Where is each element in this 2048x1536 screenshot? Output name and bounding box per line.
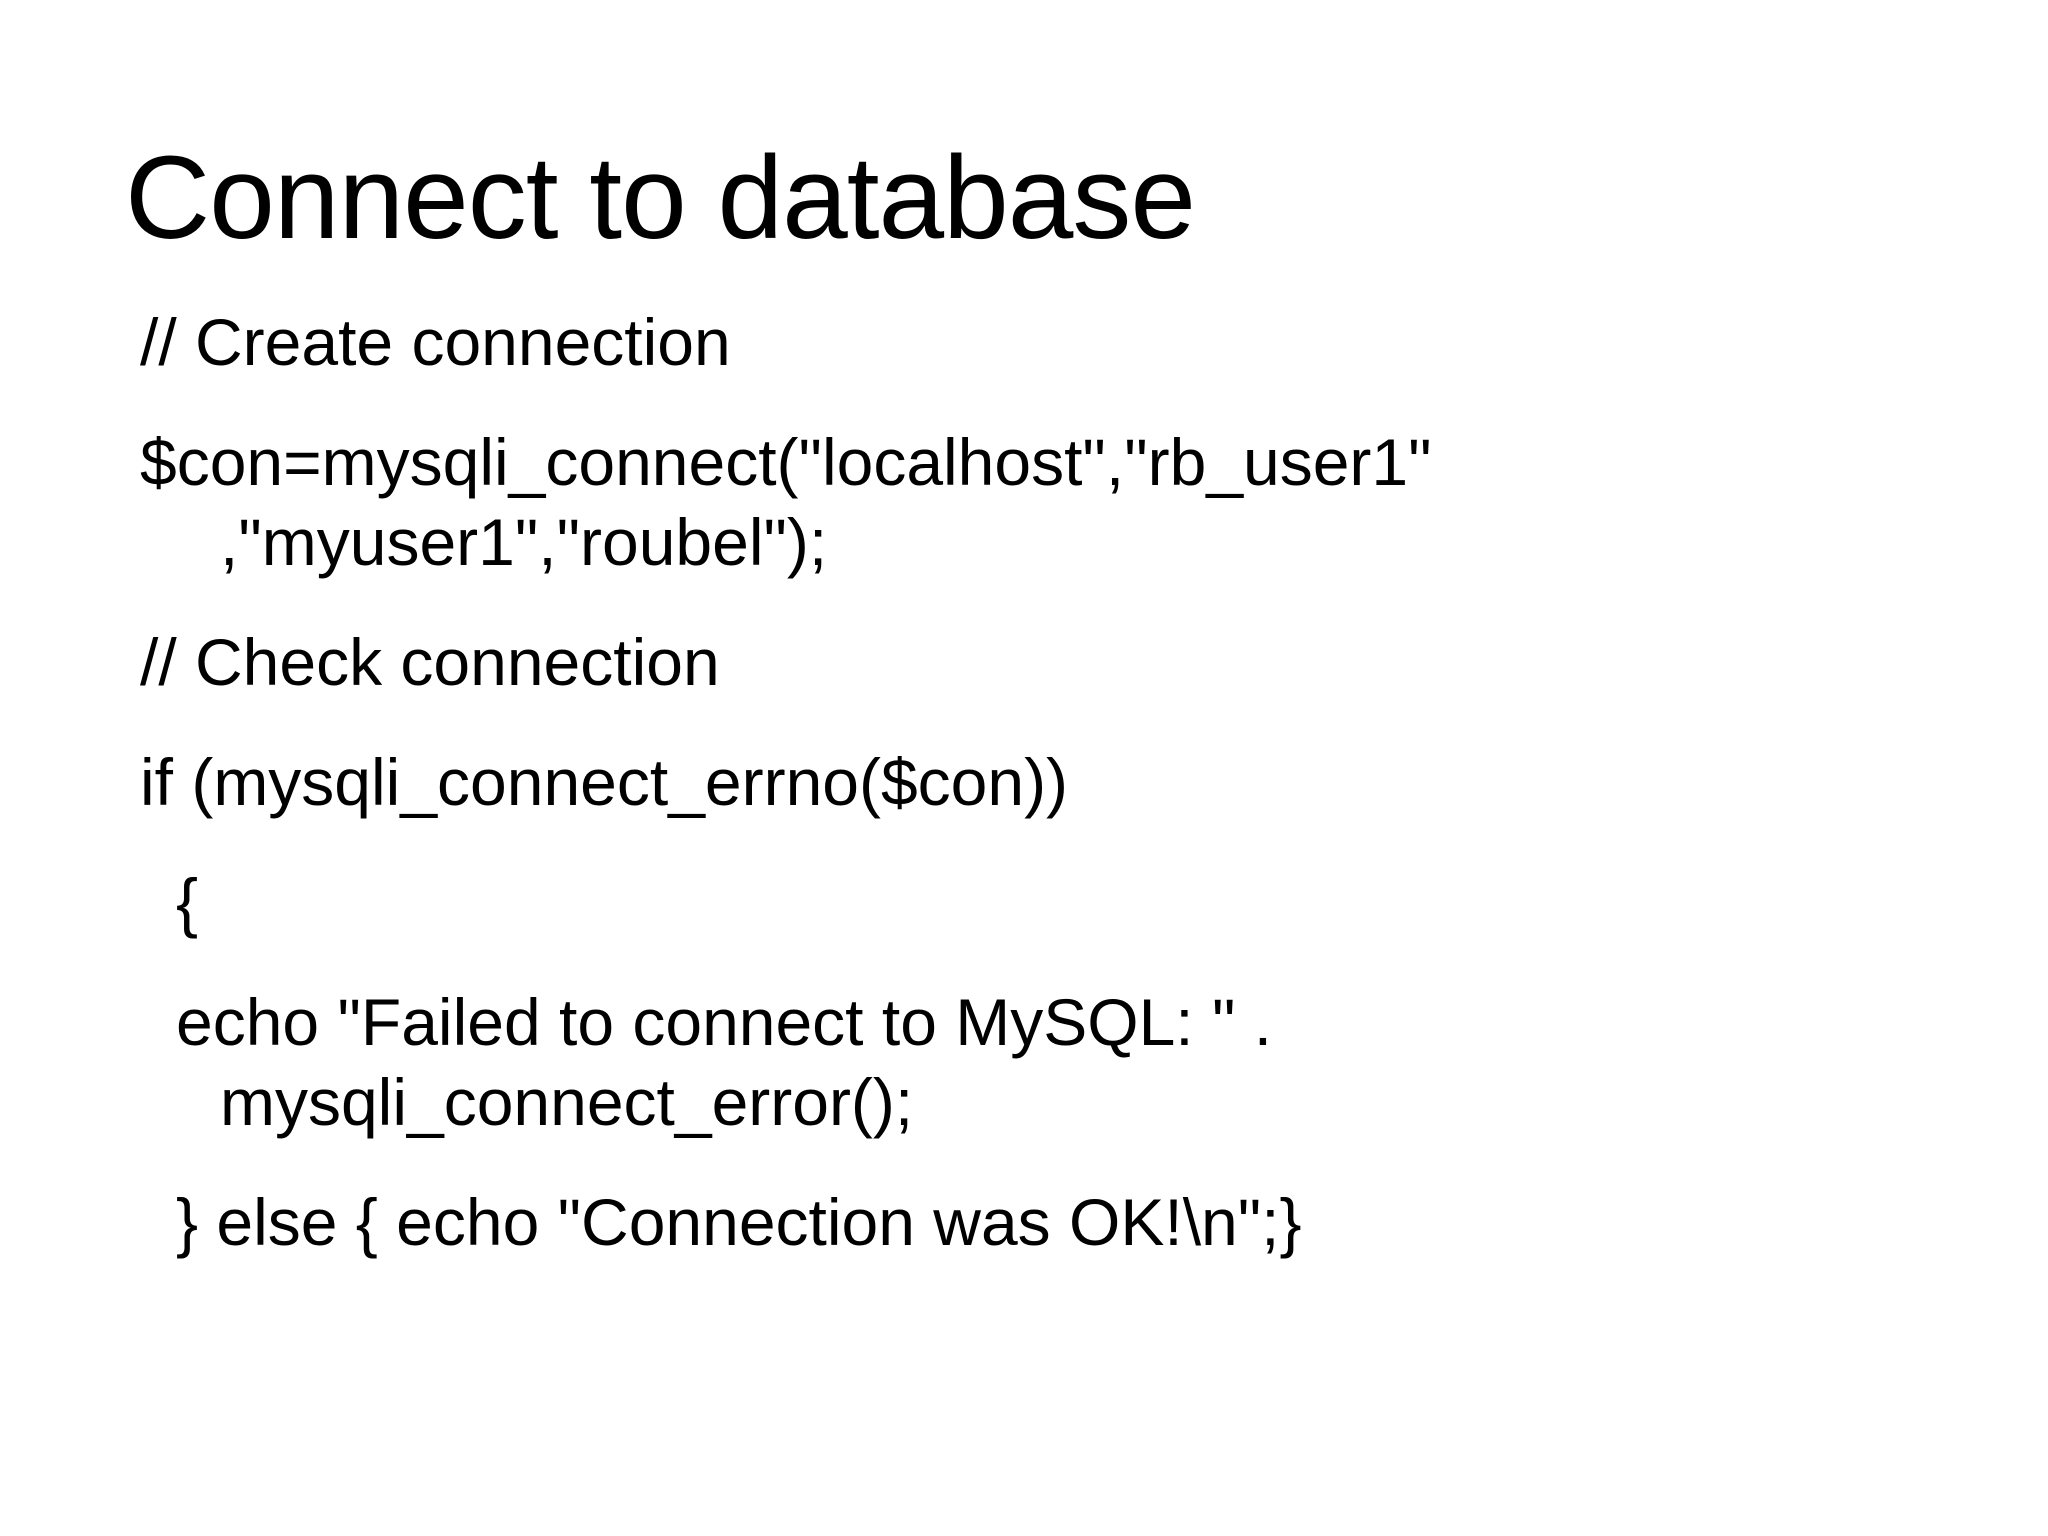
code-line-connect-continued: ,"myuser1","roubel"); — [220, 505, 828, 579]
code-line-comment-check: // Check connection — [140, 625, 720, 699]
code-line-echo-failed: echo "Failed to connect to MySQL: " . — [176, 985, 1273, 1059]
code-line-connect: $con=mysqli_connect("localhost","rb_user… — [140, 425, 1432, 499]
code-line-comment-create: // Create connection — [140, 305, 731, 379]
code-line-echo-error: mysqli_connect_error(); — [220, 1065, 914, 1139]
code-line-if: if (mysqli_connect_errno($con)) — [140, 745, 1069, 819]
code-body: // Create connection $con=mysqli_connect… — [140, 302, 1840, 1262]
code-line-else: } else { echo "Connection was OK!\n";} — [176, 1185, 1302, 1259]
slide-title: Connect to database — [125, 132, 1196, 264]
code-line-open-brace: { — [176, 865, 199, 939]
